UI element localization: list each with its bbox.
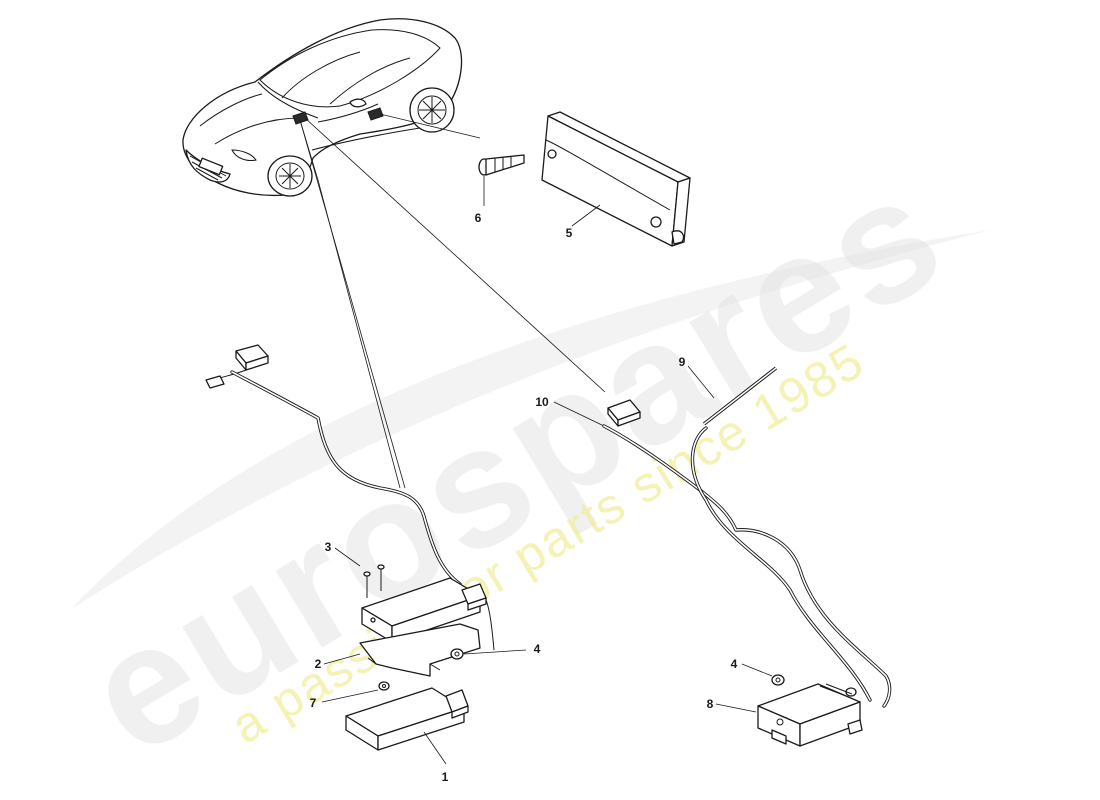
callout-9: 9 <box>679 355 686 369</box>
location-leaders <box>299 113 606 489</box>
callout-4-right: 4 <box>731 657 738 671</box>
part-5-module <box>541 111 691 247</box>
part-4-nut-right <box>741 663 857 697</box>
part-7-nut <box>321 681 390 703</box>
callout-labels: 1 2 3 4 4 5 6 7 8 9 10 <box>310 211 738 784</box>
part-10-antenna <box>553 399 641 427</box>
callout-4-left: 4 <box>534 642 541 656</box>
part-1-module <box>345 687 469 765</box>
part-9-rod-antenna <box>687 365 778 426</box>
callout-6: 6 <box>475 211 482 225</box>
callout-3: 3 <box>325 540 332 554</box>
right-antenna-cable <box>602 424 892 708</box>
part-8-module <box>715 683 863 747</box>
left-antenna-cable <box>205 344 462 586</box>
callout-2: 2 <box>315 657 322 671</box>
callout-1: 1 <box>442 770 449 784</box>
callout-5: 5 <box>566 226 573 240</box>
car-illustration <box>182 18 463 197</box>
callout-7: 7 <box>310 696 317 710</box>
part-2-bracket <box>323 623 481 677</box>
upper-module <box>361 577 495 651</box>
part-6-bolt <box>478 154 525 206</box>
callout-8: 8 <box>707 697 714 711</box>
part-4-nut-left <box>450 648 527 660</box>
callout-10: 10 <box>535 395 549 409</box>
part-3-screws <box>334 547 385 598</box>
